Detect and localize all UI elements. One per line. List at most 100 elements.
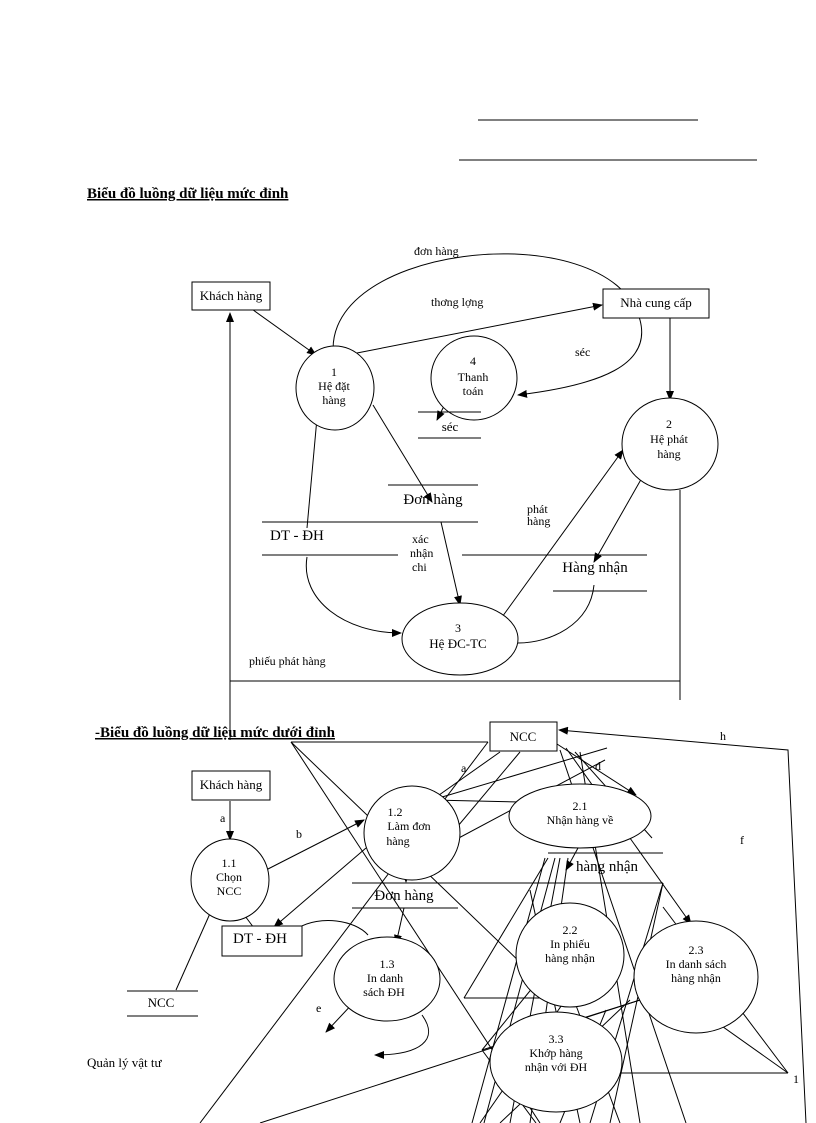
flow-label-nhan: nhận (410, 546, 433, 560)
flow-p1-to-supplier (356, 302, 603, 354)
bottom-heading: -Biểu đồ luồng dữ liệu mức dưới đỉnh (95, 725, 336, 741)
flow-p13-to-footer (374, 1014, 430, 1059)
b-store-donhang-label: Đơn hàng (374, 888, 434, 904)
process-1-num: 1 (331, 365, 337, 379)
flow-label-phieu: phiếu phát hàng (249, 654, 326, 668)
process-4-num: 4 (470, 354, 476, 368)
process-1-2-num: 1.2 (388, 805, 403, 819)
entity-customer-box (191, 281, 271, 311)
process-1-2-line1: Làm đơn (387, 819, 430, 833)
flow-customer-to-p1 (248, 306, 317, 356)
b-entity-ncc-label: NCC (510, 729, 537, 744)
process-4-circle (430, 335, 518, 421)
store-hangnhan-label: Hàng nhận (562, 560, 628, 576)
b-flow-e: e (316, 1001, 321, 1015)
b-entity-dtdh-box (221, 925, 303, 957)
flow-hangnhan-to-p3 (517, 584, 595, 644)
process-2-3-circle (633, 920, 759, 1034)
flow-donhang-to-p3 (440, 521, 462, 606)
b-store-hangnhan-label: hàng nhận (576, 859, 639, 875)
process-2-3-line1: In danh sách (666, 957, 727, 971)
b-entity-customer-label: Khách hàng (200, 777, 263, 792)
entity-supplier-label: Nhà cung cấp (620, 295, 691, 310)
top-flows (226, 253, 681, 740)
flow-label-thong-luong: thơng lợng (431, 295, 483, 309)
process-2-circle (621, 397, 719, 491)
b-flow-h: h (720, 729, 726, 743)
b-flow-one: 1 (793, 1072, 799, 1086)
process-3-3-circle (489, 1011, 623, 1113)
flow-p1-to-dtdh (306, 417, 318, 529)
entity-customer-label: Khách hàng (200, 288, 263, 303)
process-1-3-circle (333, 936, 441, 1022)
b-store-ncc-label: NCC (148, 995, 175, 1010)
process-1-3-line1: In danh (367, 971, 403, 985)
flow-dtdh-to-p3 (305, 556, 402, 637)
flow-don-hang-curve (332, 253, 643, 398)
b-flow-f: f (740, 833, 744, 847)
process-2-3-line2: hàng nhận (671, 971, 721, 985)
flow-ncc-d (556, 743, 637, 796)
process-1-circle (295, 345, 375, 431)
flow-ncc-a-1 (431, 751, 501, 801)
store-donhang-label: Đơn hàng (403, 492, 463, 508)
flow-label-xac: xác (412, 532, 429, 546)
process-2-1-line1: Nhận hàng về (547, 813, 614, 827)
store-dtdh-label: DT - ĐH (270, 528, 324, 544)
top-heading: Biểu đồ luồng dữ liệu mức đỉnh (87, 186, 289, 202)
footer-text: Quản lý vật tư (87, 1055, 163, 1070)
process-3-line1: Hệ ĐC-TC (429, 636, 486, 651)
process-1-3-num: 1.3 (380, 957, 395, 971)
flow-label-chi: chi (412, 560, 427, 574)
flow-label-phat: phát (527, 502, 548, 516)
process-1-1-circle (190, 838, 270, 922)
process-3-3-line2: nhận với ĐH (525, 1060, 588, 1074)
process-1-1-line2: NCC (217, 884, 242, 898)
b-flow-a-top: a (461, 761, 467, 775)
flow-p3-to-p2 (496, 449, 624, 625)
process-3-circle (401, 602, 519, 676)
b-entity-customer-box (191, 770, 271, 801)
b-entity-ncc-box (489, 721, 558, 752)
process-2-line1: Hệ phát (650, 432, 688, 446)
flow-p1-to-donhang (372, 404, 433, 503)
flow-h-border (558, 726, 807, 1123)
process-2-3-num: 2.3 (689, 943, 704, 957)
b-flow-b: b (296, 827, 302, 841)
process-2-2-line2: hàng nhận (545, 951, 595, 965)
b-entity-dtdh-label: DT - ĐH (233, 931, 287, 947)
entity-supplier-box (602, 288, 710, 319)
tangle-14 (609, 882, 664, 1123)
flow-label-sec: séc (575, 345, 590, 359)
process-3-3-num: 3.3 (549, 1032, 564, 1046)
process-2-2-line1: In phiếu (550, 937, 590, 951)
flow-label-hang: hàng (527, 514, 550, 528)
flow-p21-to-hangnhan (565, 847, 579, 871)
process-2-2-num: 2.2 (563, 923, 578, 937)
process-1-line2: hàng (322, 393, 345, 407)
b-flow-a-left: a (220, 811, 226, 825)
flow-p2-to-hangnhan (593, 475, 644, 563)
flow-ncc-x1 (431, 747, 608, 801)
process-2-line2: hàng (657, 447, 680, 461)
process-2-1-num: 2.1 (573, 799, 588, 813)
process-1-2-circle (363, 785, 461, 881)
flow-p12-to-dtdh (273, 847, 367, 928)
process-1-1-line1: Chọn (216, 870, 242, 884)
tangle-1 (463, 857, 549, 999)
flow-label-don-hang: đơn hàng (414, 244, 459, 258)
process-2-2-circle (515, 902, 625, 1008)
process-2-num: 2 (666, 417, 672, 431)
process-4-line1: Thanh (458, 370, 489, 384)
process-4-line2: toán (463, 384, 484, 398)
process-2-1-circle (508, 783, 652, 849)
process-1-3-line2: sách ĐH (363, 985, 405, 999)
store-sec-label: séc (442, 419, 459, 434)
flow-dtdh-curve (297, 920, 369, 936)
process-1-line1: Hệ đặt (318, 379, 350, 393)
process-1-1-num: 1.1 (222, 856, 237, 870)
process-3-3-line1: Khớp hàng (529, 1046, 582, 1060)
b-flow-d: d (595, 759, 601, 773)
process-3-num: 3 (455, 621, 461, 635)
